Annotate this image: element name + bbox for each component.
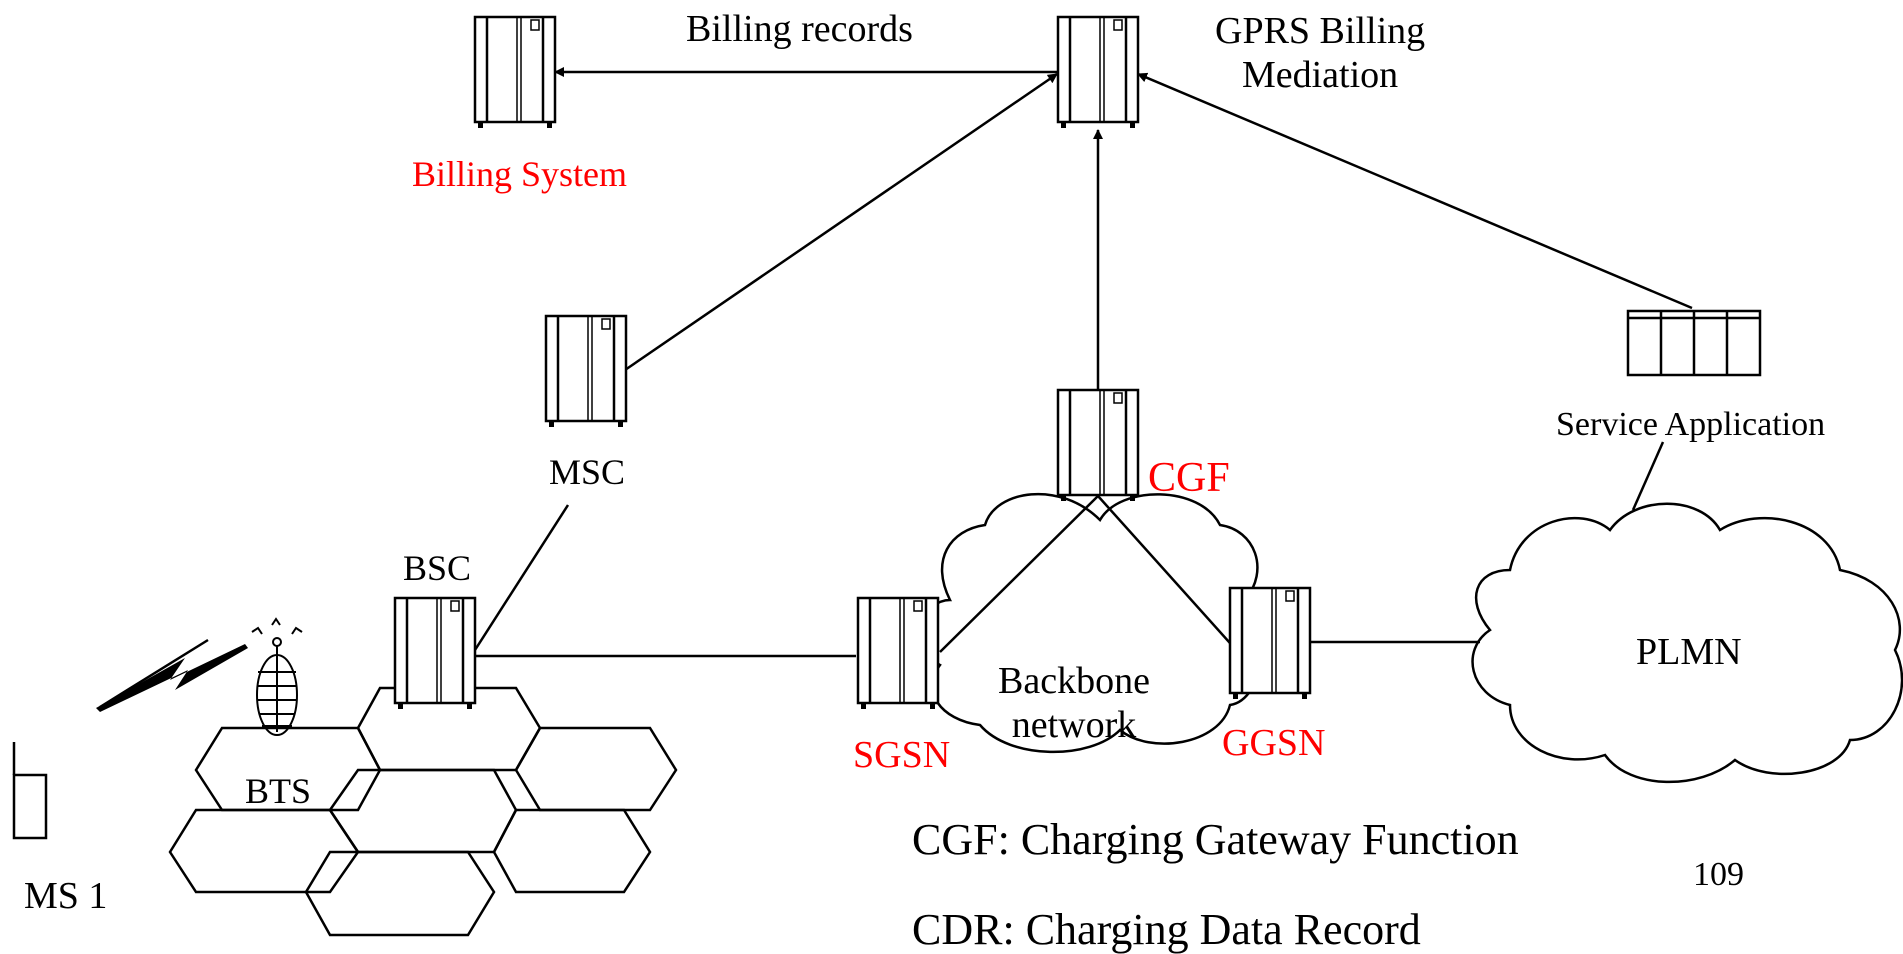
links bbox=[99, 67, 1693, 709]
sgsn-server-icon bbox=[856, 596, 940, 711]
backbone-network-label: Backbone network bbox=[998, 660, 1150, 747]
backbone-line1: Backbone bbox=[998, 660, 1150, 702]
cgf-label: CGF bbox=[1148, 455, 1230, 501]
bsc-label: BSC bbox=[403, 548, 472, 588]
billing-system-label: Billing System bbox=[412, 154, 628, 194]
radio-signal-icon bbox=[96, 644, 248, 712]
ggsn-server-icon bbox=[1228, 586, 1312, 701]
billing-records-label: Billing records bbox=[686, 8, 913, 50]
plmn-cloud bbox=[1471, 502, 1903, 784]
gprs-billing-mediation-server-icon bbox=[1056, 15, 1140, 130]
gprs-billing-mediation-label: GPRS Billing Mediation bbox=[1215, 10, 1425, 97]
cgf-definition: CGF: Charging Gateway Function bbox=[912, 815, 1519, 864]
ms1-phone-icon bbox=[12, 742, 48, 840]
plmn-label: PLMN bbox=[1636, 631, 1742, 673]
service-application-label: Service Application bbox=[1556, 406, 1826, 443]
cgf-server-icon bbox=[1056, 388, 1140, 503]
backbone-line2: network bbox=[1011, 703, 1137, 746]
service-application-rack-icon bbox=[1626, 309, 1762, 377]
msc-label: MSC bbox=[549, 452, 626, 492]
ms1-label: MS 1 bbox=[24, 875, 108, 917]
cdr-definition: CDR: Charging Data Record bbox=[912, 905, 1421, 954]
msc-server-icon bbox=[544, 314, 628, 429]
bsc-server-icon bbox=[393, 596, 477, 711]
cell-grid bbox=[168, 686, 678, 937]
bts-label: BTS bbox=[245, 771, 312, 811]
gprs-billing-mediation-line2: Mediation bbox=[1241, 53, 1399, 96]
ggsn-label: GGSN bbox=[1222, 722, 1326, 764]
gprs-billing-mediation-line1: GPRS Billing bbox=[1215, 10, 1426, 52]
sgsn-label: SGSN bbox=[853, 734, 951, 776]
page-number: 109 bbox=[1693, 856, 1744, 893]
bts-antenna-icon bbox=[251, 617, 303, 736]
billing-system-server-icon bbox=[473, 15, 557, 130]
